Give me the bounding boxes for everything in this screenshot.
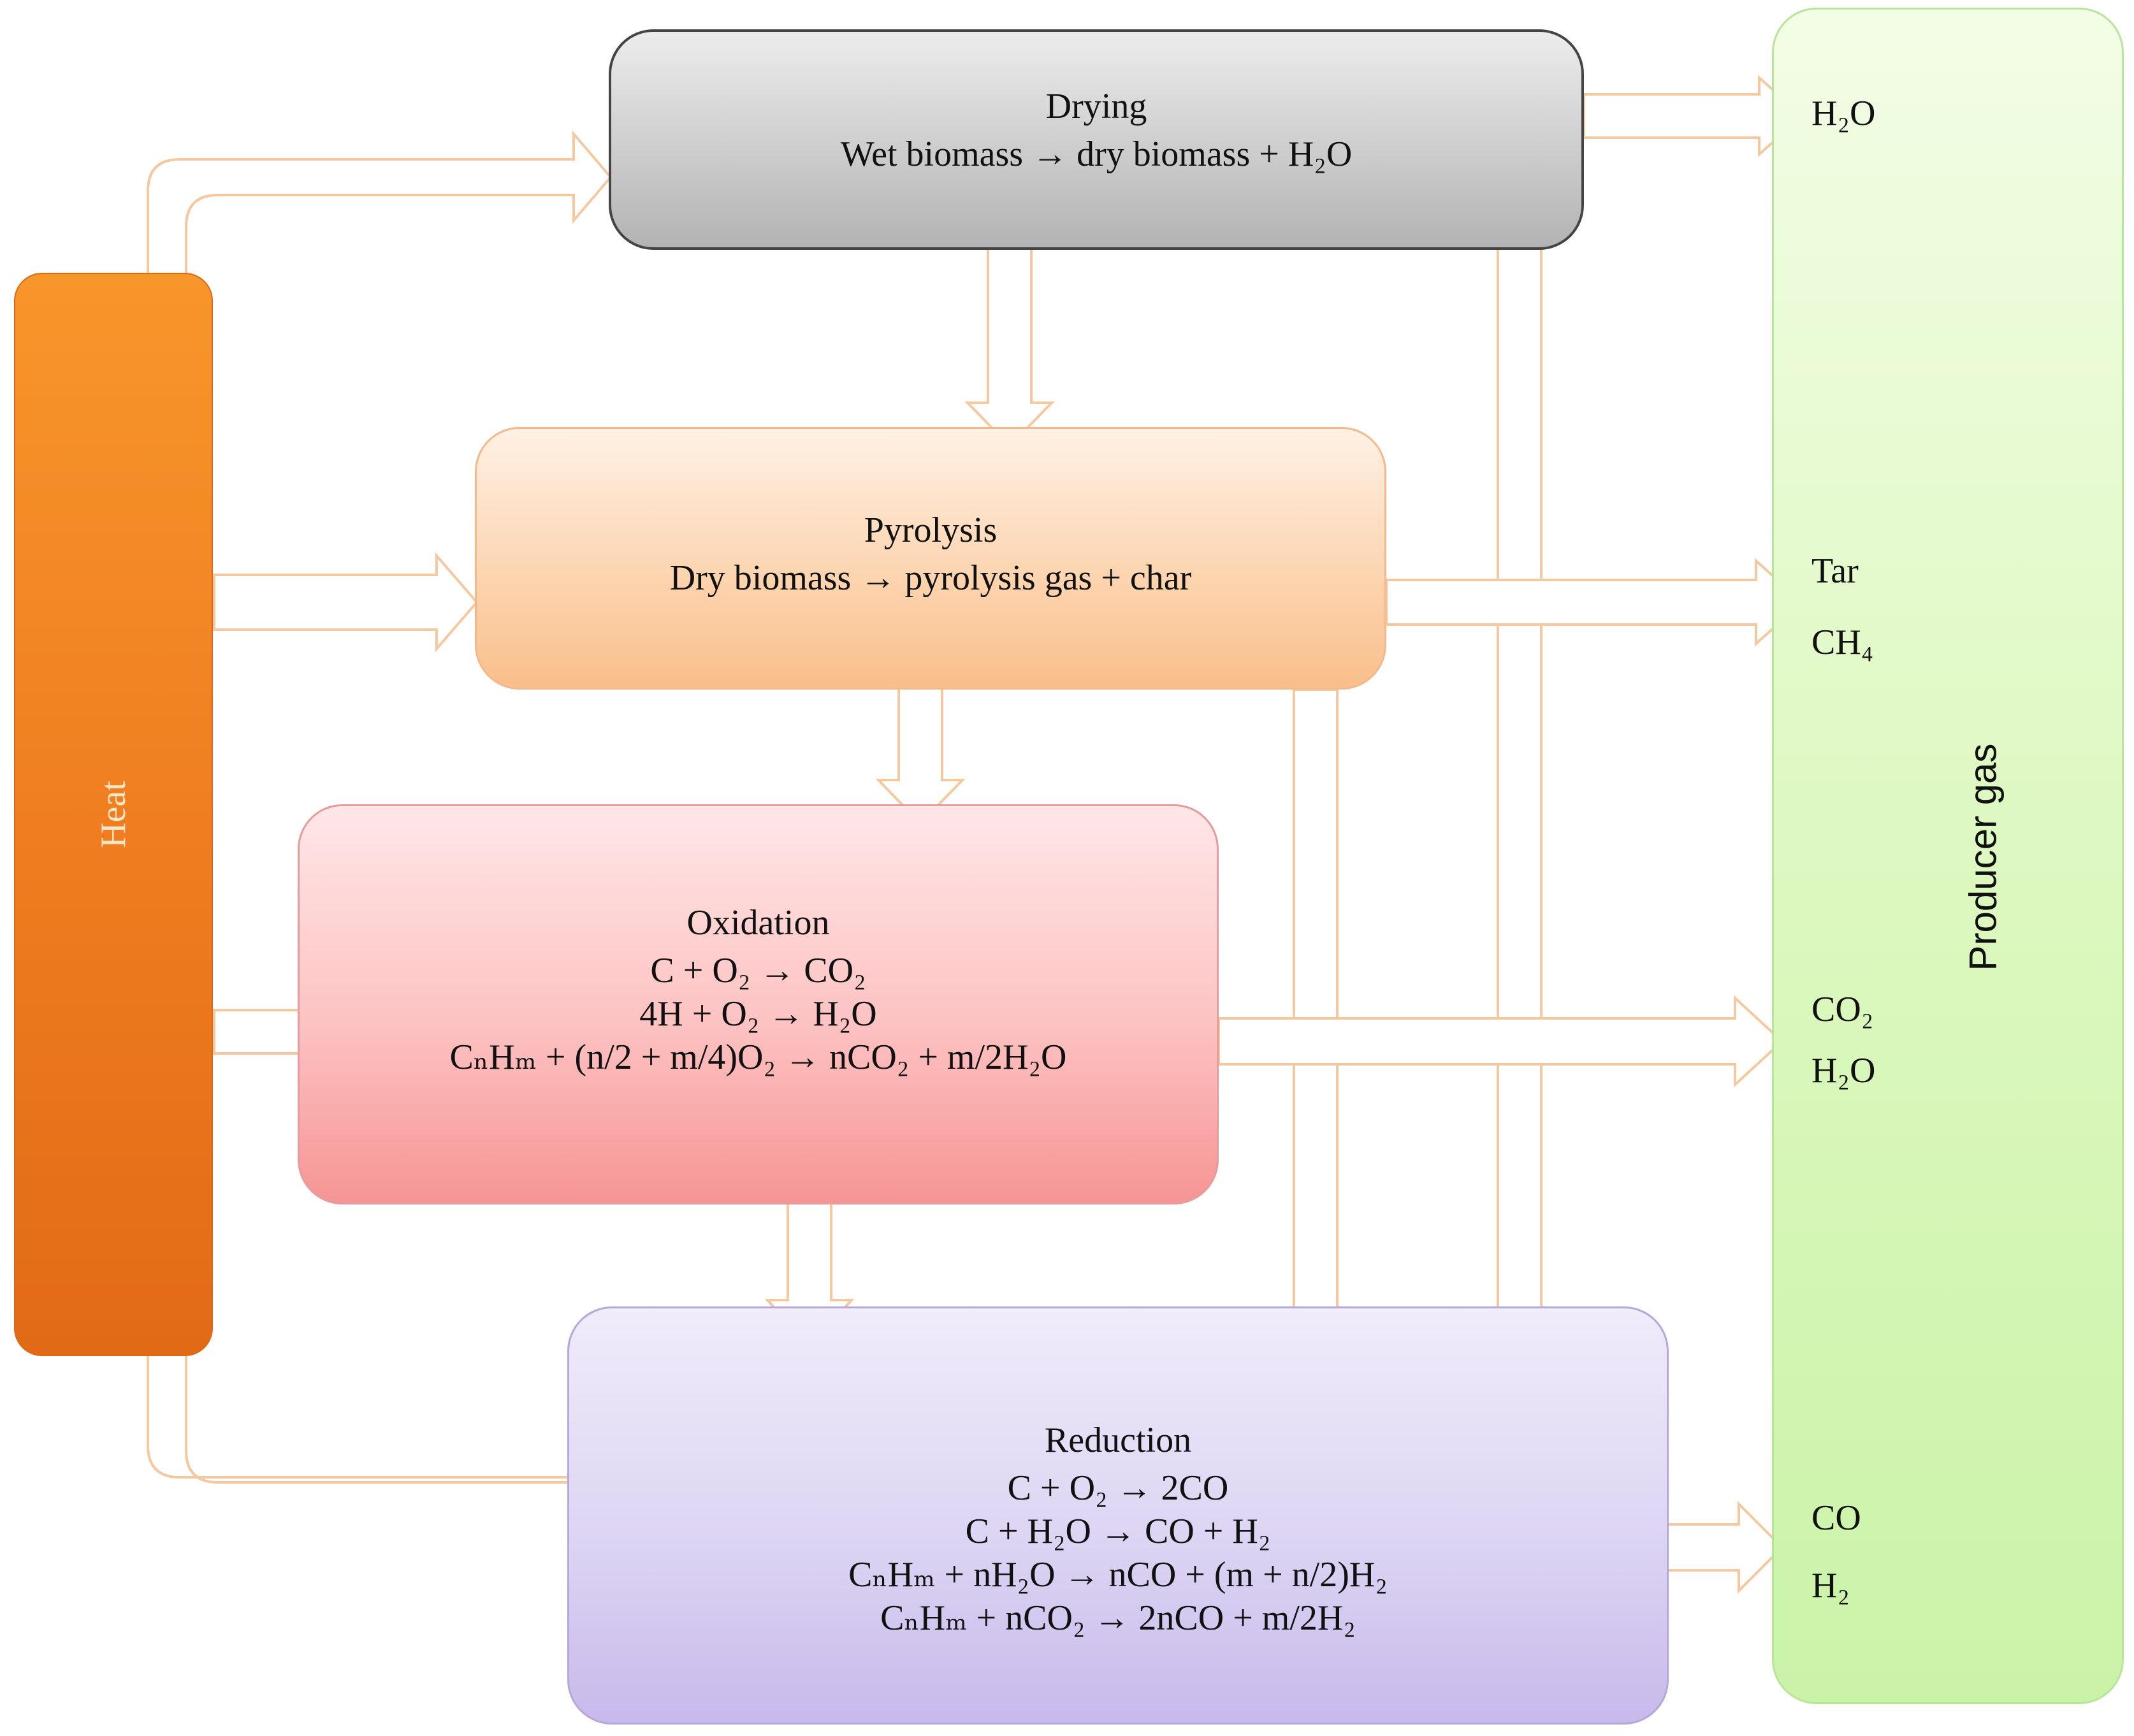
- arrow-oxidation-output: [1217, 995, 1784, 1088]
- output-oxidation-h2o: H₂O: [1811, 1051, 1876, 1090]
- arrow-pyrolysis-output: [1385, 558, 1805, 647]
- reduction-title: Reduction: [1044, 1421, 1192, 1460]
- drying-title: Drying: [1045, 87, 1147, 126]
- pyrolysis-title: Pyrolysis: [864, 510, 998, 550]
- heat-label: Heat: [94, 781, 133, 848]
- oxidation-title: Oxidation: [686, 903, 830, 943]
- arrow-heat-to-pyrolysis: [213, 552, 479, 653]
- output-oxidation-co2: CO₂: [1811, 990, 1874, 1029]
- oxidation-equation-1: C + O₂ → CO₂: [650, 951, 866, 990]
- oxidation-equation-3: CₙHₘ + (n/2 + m/4)O₂ → nCO₂ + m/2H₂O: [449, 1038, 1067, 1077]
- output-reduction-h2: H₂: [1811, 1566, 1850, 1605]
- output-pyrolysis-tar: Tar: [1811, 551, 1859, 591]
- producer-gas-bar: Producer gas: [1772, 8, 2124, 1704]
- arrow-heat-to-drying: [147, 130, 613, 294]
- reduction-equation-1: C + O₂ → 2CO: [1007, 1468, 1229, 1508]
- producer-gas-label: Producer gas: [1961, 743, 2005, 971]
- output-pyrolysis-ch4: CH₄: [1811, 623, 1874, 662]
- heat-bar: Heat: [14, 273, 213, 1356]
- arrow-heat-to-reduction: [147, 1354, 613, 1498]
- arrow-drying-to-reduction: [1473, 208, 1566, 1391]
- oxidation-stage: Oxidation C + O₂ → CO₂ 4H + O₂ → H₂O CₙH…: [298, 804, 1219, 1204]
- reduction-equation-2: C + H₂O → CO + H₂: [965, 1512, 1271, 1551]
- drying-equation: Wet biomass → dry biomass + H₂O: [840, 134, 1353, 174]
- drying-stage: Drying Wet biomass → dry biomass + H₂O: [609, 29, 1584, 250]
- reduction-stage: Reduction C + O₂ → 2CO C + H₂O → CO + H₂…: [567, 1306, 1669, 1725]
- pyrolysis-equation: Dry biomass → pyrolysis gas + char: [669, 558, 1192, 598]
- arrow-reduction-output: [1650, 1501, 1784, 1594]
- output-drying-h2o: H₂O: [1811, 94, 1876, 133]
- reduction-equation-3: CₙHₘ + nH₂O → nCO + (m + n/2)H₂: [848, 1555, 1388, 1595]
- arrow-drying-output: [1583, 75, 1805, 157]
- reduction-equation-4: CₙHₘ + nCO₂ → 2nCO + m/2H₂: [880, 1598, 1356, 1638]
- arrow-drying-to-pyrolysis: [964, 228, 1055, 448]
- output-reduction-co: CO: [1811, 1498, 1861, 1538]
- oxidation-equation-2: 4H + O₂ → H₂O: [639, 994, 877, 1034]
- pyrolysis-stage: Pyrolysis Dry biomass → pyrolysis gas + …: [475, 427, 1386, 690]
- arrow-pyrolysis-to-oxidation: [875, 668, 966, 825]
